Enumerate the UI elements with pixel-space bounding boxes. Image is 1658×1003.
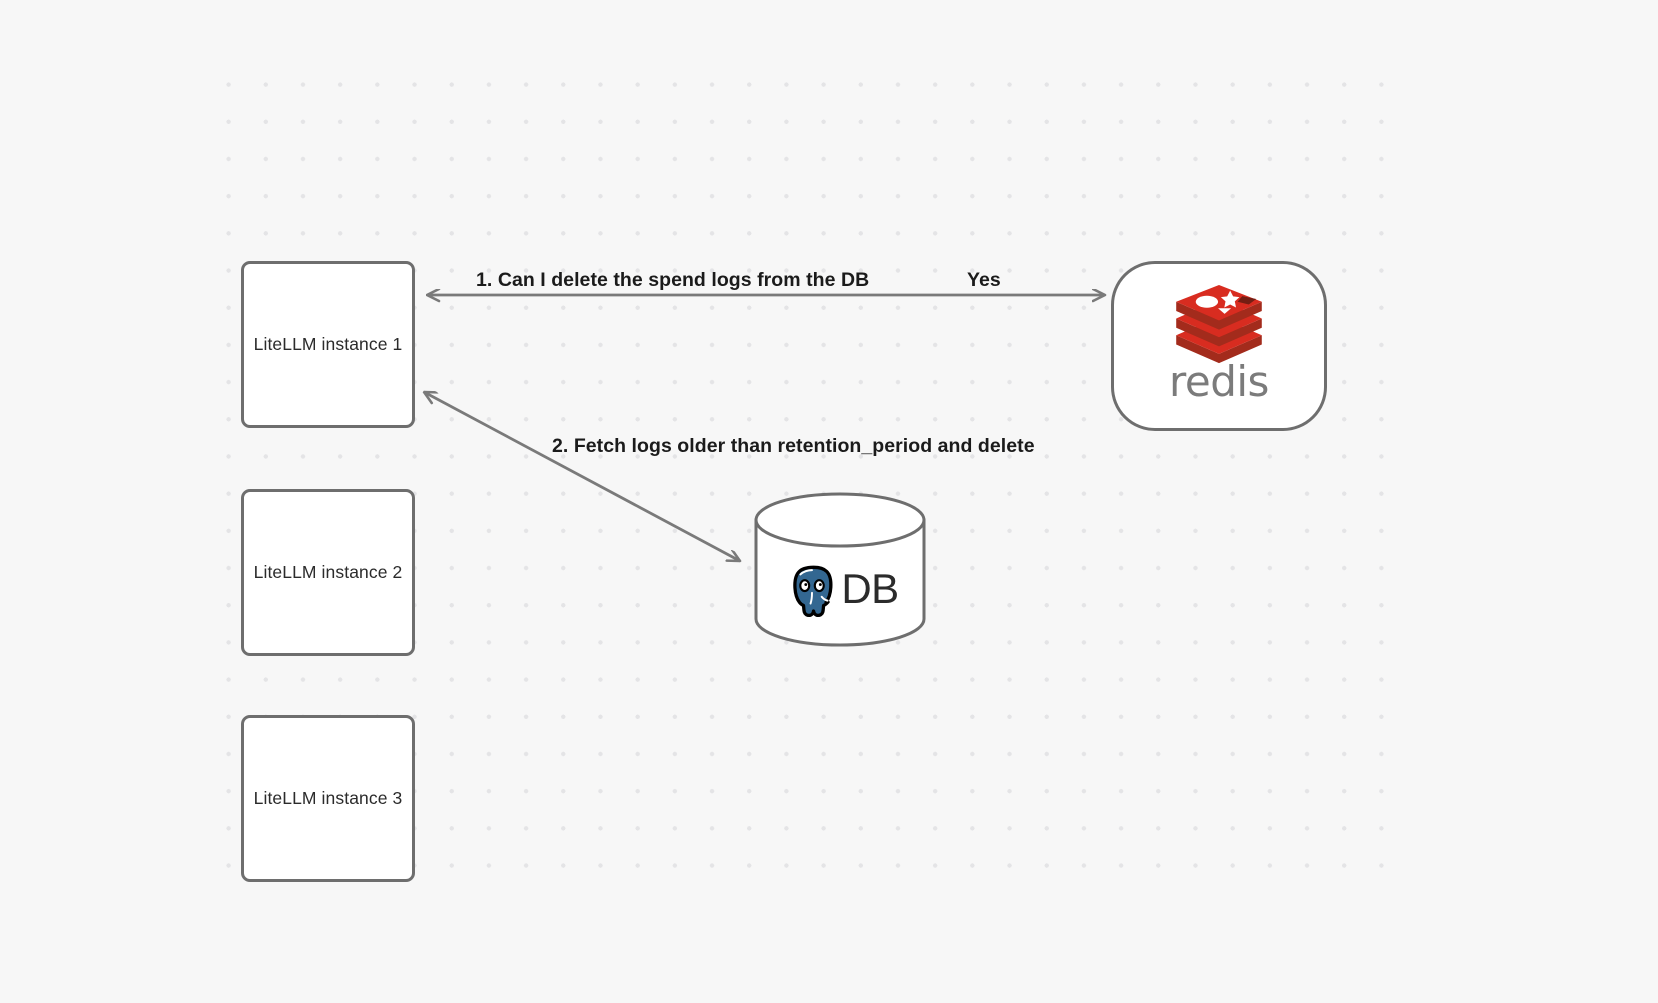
redis-logo-group: redis xyxy=(1169,285,1269,403)
node-label-instance-2: LiteLLM instance 2 xyxy=(253,562,403,582)
edge-db-instance1 xyxy=(424,392,740,561)
edge-label-1-answer: Yes xyxy=(967,269,1001,291)
node-litellm-instance-2[interactable]: LiteLLM instance 2 xyxy=(241,489,415,656)
postgresql-elephant-icon xyxy=(793,565,833,618)
node-label-instance-3: LiteLLM instance 3 xyxy=(253,788,403,808)
db-label: DB xyxy=(841,565,899,612)
db-logo-group: DB xyxy=(753,544,927,634)
node-database[interactable]: DB xyxy=(753,492,927,647)
edge-label-2: 2. Fetch logs older than retention_perio… xyxy=(552,435,1035,457)
redis-wordmark: redis xyxy=(1169,357,1269,406)
redis-logo-icon xyxy=(1176,285,1262,364)
node-litellm-instance-1[interactable]: LiteLLM instance 1 xyxy=(241,261,415,428)
cylinder-shape xyxy=(754,492,926,647)
edge-label-1: 1. Can I delete the spend logs from the … xyxy=(476,269,870,291)
node-redis[interactable]: redis xyxy=(1111,261,1327,431)
node-label-instance-1: LiteLLM instance 1 xyxy=(253,334,403,354)
node-litellm-instance-3[interactable]: LiteLLM instance 3 xyxy=(241,715,415,882)
